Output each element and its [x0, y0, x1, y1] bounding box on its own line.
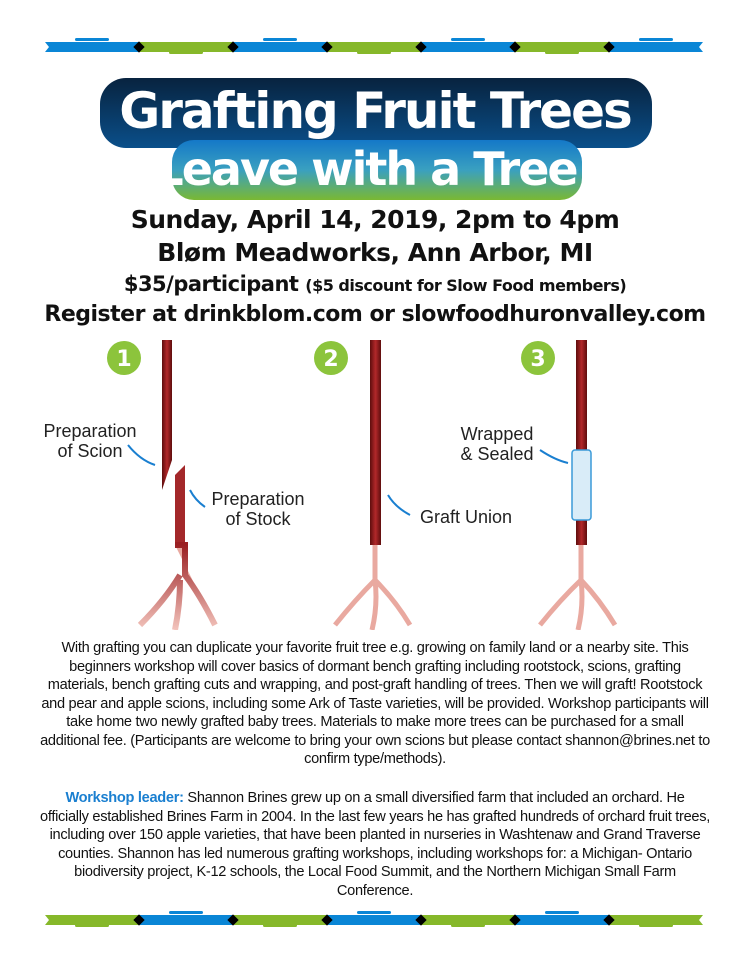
ribbon-segment [233, 42, 327, 52]
ribbon-accent [75, 924, 109, 927]
register-info: Register at drinkblom.com or slowfoodhur… [44, 302, 706, 327]
ribbon-accent [263, 38, 297, 41]
ribbon-segment [327, 42, 421, 52]
step-number: 1 [116, 347, 131, 372]
price: $35/participant [123, 272, 299, 296]
ribbon-segment [139, 42, 233, 52]
label-wrapped-sealed: Wrapped & Sealed [460, 424, 534, 464]
description-paragraph: With grafting you can duplicate your fav… [40, 640, 710, 767]
ribbon-accent [639, 924, 673, 927]
roots [538, 545, 618, 630]
grafted-stem [370, 340, 381, 545]
step-number-circle [107, 341, 141, 375]
leader-paragraph: Workshop leader: Shannon Brines grew up … [40, 789, 710, 900]
roots [137, 542, 218, 630]
ribbon-segment [421, 915, 515, 925]
ribbon-segment [45, 42, 139, 52]
arrow-icon [127, 444, 156, 466]
arrow-icon [539, 449, 569, 464]
step-number-circle [314, 341, 348, 375]
ribbon-segment [609, 42, 703, 52]
step-number: 2 [323, 347, 338, 372]
bottom-ribbon-border [45, 911, 703, 927]
step-2: 2 [314, 340, 413, 630]
step-3: 3 [521, 340, 618, 630]
ribbon-accent [639, 38, 673, 41]
ribbon-accent [545, 51, 579, 54]
ribbon-accent [357, 911, 391, 914]
step-number-circle [521, 341, 555, 375]
ribbon-segment [233, 915, 327, 925]
ribbon-accent [75, 38, 109, 41]
scion [162, 340, 172, 490]
title-backdrop-1 [100, 78, 652, 148]
rootstock [175, 465, 185, 545]
title-line-2: Leave with a Tree! [154, 142, 597, 196]
roots [333, 545, 413, 630]
ribbon-segment [515, 915, 609, 925]
event-price: $35/participant ($5 discount for Slow Fo… [0, 272, 750, 296]
title-line-1: Grafting Fruit Trees [119, 82, 633, 140]
label-graft-union: Graft Union [420, 507, 513, 527]
ribbon-accent [451, 924, 485, 927]
leader-bio: Shannon Brines grew up on a small divers… [40, 790, 710, 899]
ribbon-accent [357, 51, 391, 54]
ribbon-segment [139, 915, 233, 925]
ribbon-segment [421, 42, 515, 52]
event-venue: Bløm Meadworks, Ann Arbor, MI [157, 238, 593, 267]
ribbon-segment [515, 42, 609, 52]
ribbon-accent [169, 911, 203, 914]
ribbon-segment [45, 915, 139, 925]
step-number: 3 [530, 347, 545, 372]
ribbon-segment [609, 915, 703, 925]
grafting-tape [571, 449, 592, 521]
event-date: Sunday, April 14, 2019, 2pm to 4pm [130, 205, 620, 234]
title-backdrop-2 [172, 140, 582, 200]
step-1: 1 [107, 340, 218, 630]
top-ribbon-border [45, 38, 703, 54]
label-preparation-of-stock: Preparation of Stock [211, 489, 305, 529]
ribbon-segment [327, 915, 421, 925]
arrow-icon [189, 489, 206, 508]
ribbon-accent [169, 51, 203, 54]
label-preparation-of-scion: Preparation of Scion [43, 421, 137, 461]
ribbon-accent [451, 38, 485, 41]
arrow-icon [387, 494, 411, 516]
ribbon-accent [263, 924, 297, 927]
discount-note: ($5 discount for Slow Food members) [305, 276, 627, 295]
grafting-steps-diagram: 1 2 3 [107, 340, 618, 630]
ribbon-accent [545, 911, 579, 914]
leader-label: Workshop leader: [65, 790, 184, 806]
